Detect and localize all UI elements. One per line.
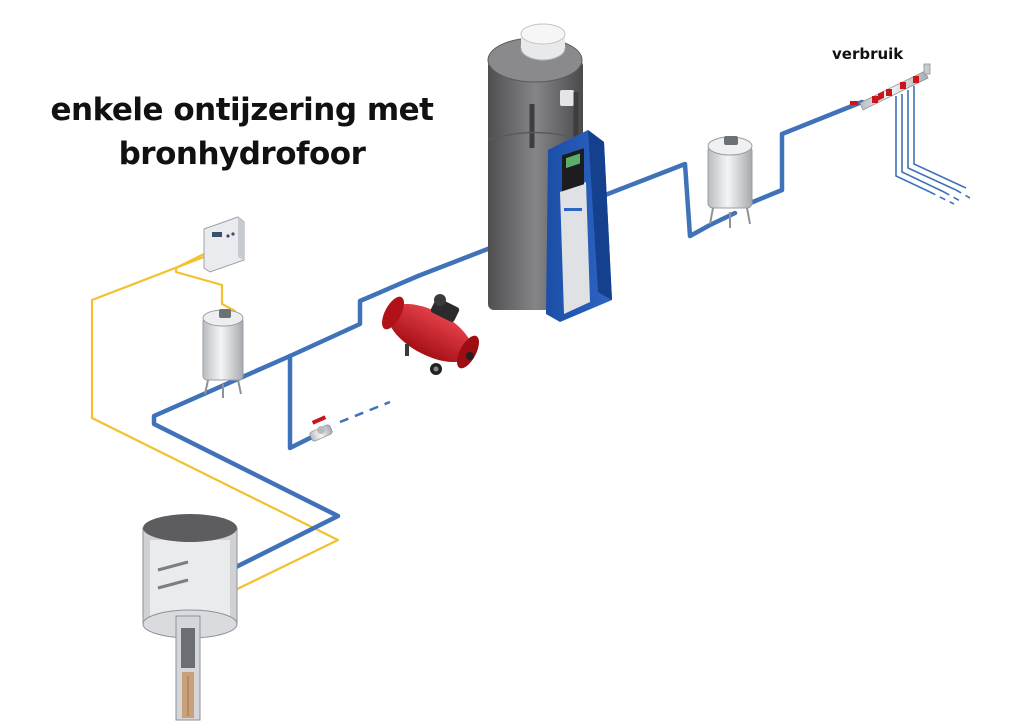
cable-control-to-well (90, 248, 340, 613)
iron-removal-filter-icon (487, 23, 612, 322)
pipe-tap-branch (287, 353, 321, 451)
pipe-filter-to-tank (597, 161, 738, 239)
page-title-line-1: enkele ontijzering met (50, 92, 434, 128)
ball-valve-icon (309, 415, 333, 442)
well-icon (142, 514, 238, 721)
electric-cables (90, 244, 340, 613)
control-box-icon (203, 216, 245, 273)
consumption-label: verbruik (832, 45, 904, 63)
buffer-tank-icon (707, 136, 753, 228)
pressure-vessel-icon (202, 309, 244, 398)
compressor-icon (381, 294, 480, 375)
pipe-tank-to-consumption (745, 99, 865, 207)
pipe-continuation-dashed (339, 400, 391, 424)
page-title-line-2: bronhydrofoor (118, 136, 366, 172)
consumption-manifold-icon (850, 63, 971, 205)
